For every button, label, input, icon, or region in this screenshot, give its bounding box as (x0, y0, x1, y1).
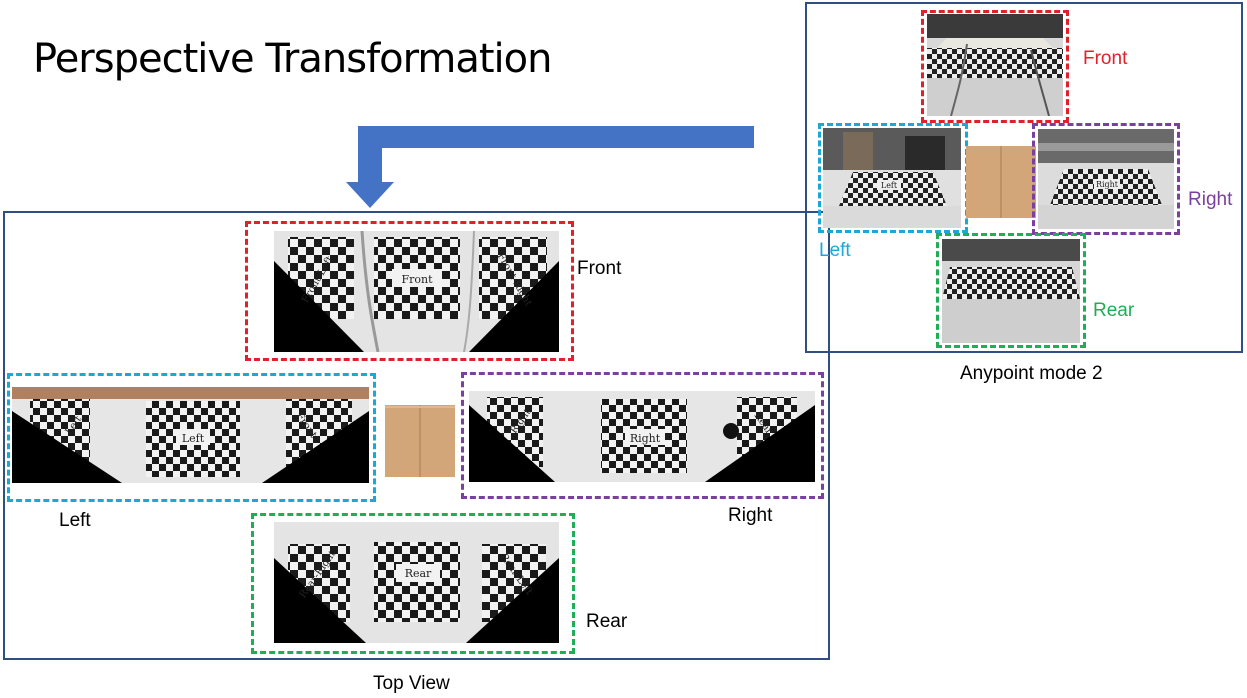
anypoint-front-label: Front (1083, 48, 1128, 69)
top-right-label: Right (728, 505, 773, 526)
top-view-caption: Top View (373, 673, 450, 694)
top-front-board-center: Front (401, 273, 433, 286)
top-front-label: Front (577, 258, 622, 279)
top-left-board-center: Left (182, 432, 205, 445)
anypoint-center-car-box (966, 146, 1036, 218)
anypoint-right-dashed-box (1032, 123, 1180, 235)
anypoint-front-dashed-box (921, 10, 1069, 123)
top-rear-image: Rear Rear-Right Rear-Left (274, 522, 559, 643)
anypoint-rear-image (942, 239, 1080, 343)
anypoint-front-image (927, 14, 1063, 116)
anypoint-left-image: Left (823, 128, 961, 228)
anypoint-left-label: Left (819, 240, 851, 261)
top-view-frame (3, 211, 830, 660)
top-front-image: Front Front-Left Front-Right (274, 231, 559, 352)
top-center-car-box (385, 405, 455, 477)
anypoint-rear-dashed-box (936, 233, 1086, 348)
anypoint-right-board-text: Right (1096, 180, 1119, 189)
anypoint-caption: Anypoint mode 2 (960, 363, 1103, 384)
top-rear-board-center: Rear (405, 567, 432, 580)
top-front-dashed-box (245, 221, 574, 361)
anypoint-right-image: Right (1038, 129, 1174, 229)
top-right-board-center: Right (630, 432, 661, 445)
top-right-image: Right Right Rear (469, 391, 815, 482)
top-rear-dashed-box (251, 513, 575, 654)
slide-title: Perspective Transformation (33, 36, 552, 82)
anypoint-rear-label: Rear (1093, 300, 1135, 321)
transform-arrow (346, 126, 754, 208)
top-left-dashed-box (7, 373, 376, 502)
anypoint-right-label: Right (1188, 189, 1233, 210)
top-left-image: Left Left Front (12, 387, 369, 483)
top-rear-label: Rear (586, 611, 628, 632)
anypoint-left-board-text: Left (881, 181, 898, 190)
top-right-dashed-box (461, 372, 824, 499)
top-left-label: Left (59, 510, 91, 531)
anypoint-frame (805, 2, 1243, 353)
